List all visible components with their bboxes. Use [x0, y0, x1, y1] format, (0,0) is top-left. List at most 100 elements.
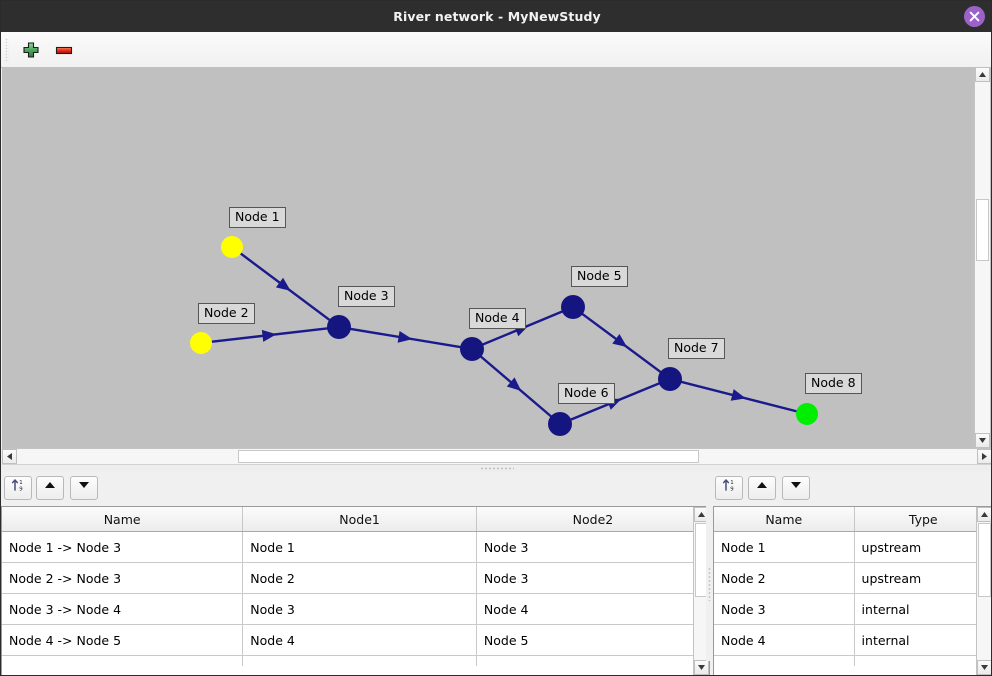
table-cell[interactable] [476, 655, 709, 666]
graph-node-node7[interactable] [658, 367, 682, 391]
table-cell[interactable]: internal [854, 593, 991, 625]
canvas-hscroll-thumb[interactable] [238, 450, 699, 463]
graph-node-node5[interactable] [561, 295, 585, 319]
table-cell[interactable]: Node 4 [242, 624, 477, 656]
node-label-node7[interactable]: Node 7 [668, 338, 725, 359]
table-cell[interactable] [242, 655, 477, 666]
table-cell[interactable]: internal [854, 624, 991, 656]
table-cell[interactable]: Node 5 [476, 624, 709, 656]
graph-node-node4[interactable] [460, 337, 484, 361]
node-label-node8[interactable]: Node 8 [805, 373, 862, 394]
table-cell[interactable]: Node 3 [242, 593, 477, 625]
svg-text:9: 9 [19, 487, 23, 493]
table-cell[interactable]: Node 3 [476, 531, 709, 563]
nodes-layer [190, 236, 818, 436]
table-cell[interactable]: Node 3 [476, 562, 709, 594]
table-cell[interactable]: Node 1 [242, 531, 477, 563]
nodes-table-scrollbar[interactable] [976, 507, 991, 675]
column-header-type[interactable]: Type [854, 507, 991, 532]
column-header-node2[interactable]: Node2 [476, 507, 709, 532]
svg-text:9: 9 [730, 487, 734, 493]
table-cell[interactable]: Node 1 [714, 531, 855, 563]
node-label-node4[interactable]: Node 4 [469, 308, 526, 329]
arrow-up-icon[interactable] [748, 476, 776, 500]
toolbar [1, 32, 991, 68]
table-cell[interactable] [714, 655, 855, 666]
edges-layer [210, 252, 798, 421]
vertical-splitter[interactable] [706, 506, 713, 661]
node-label-node1[interactable]: Node 1 [229, 207, 286, 228]
graph-node-node6[interactable] [548, 412, 572, 436]
table-cell[interactable]: upstream [854, 562, 991, 594]
table-cell[interactable] [2, 655, 244, 666]
branches-table-scrollbar[interactable] [693, 507, 709, 675]
table-cell[interactable]: Node 4 [714, 624, 855, 656]
sort-icon[interactable]: 1 9 [715, 476, 743, 500]
canvas-horizontal-scrollbar[interactable] [2, 448, 991, 464]
node-label-node3[interactable]: Node 3 [338, 286, 395, 307]
node-label-node2[interactable]: Node 2 [198, 303, 255, 324]
toolbar-drag-handle[interactable] [5, 38, 9, 62]
column-header-node1[interactable]: Node1 [242, 507, 477, 532]
arrow-up-icon[interactable] [36, 476, 64, 500]
node-label-node6[interactable]: Node 6 [558, 383, 615, 404]
splitter-grip [480, 467, 514, 470]
graph-node-node3[interactable] [327, 315, 351, 339]
scroll-down-icon[interactable] [694, 660, 709, 675]
table-cell[interactable]: Node 2 [714, 562, 855, 594]
graph-node-node1[interactable] [221, 236, 243, 258]
canvas-vscroll-thumb[interactable] [976, 199, 989, 261]
table-cell[interactable]: Node 3 [714, 593, 855, 625]
river-network-canvas[interactable]: Node 1 Node 2 Node 3 Node 4 Node 5 Node 6 Node… [2, 67, 991, 461]
graph-node-node2[interactable] [190, 332, 212, 354]
horizontal-splitter[interactable] [2, 464, 991, 473]
column-header-name[interactable]: Name [2, 507, 244, 532]
table-cell[interactable]: Node 1 -> Node 3 [2, 531, 244, 563]
minus-red-icon[interactable] [52, 38, 76, 62]
table-row-empty[interactable] [2, 655, 709, 666]
scroll-up-icon[interactable] [977, 507, 991, 522]
scroll-up-icon[interactable] [694, 507, 709, 522]
scroll-left-icon[interactable] [2, 449, 17, 464]
scroll-down-icon[interactable] [977, 660, 991, 675]
plus-green-icon[interactable] [19, 38, 43, 62]
close-icon[interactable] [964, 6, 985, 27]
svg-text:1: 1 [730, 480, 733, 486]
table-row-empty[interactable] [714, 655, 991, 666]
table-cell[interactable]: Node 2 [242, 562, 477, 594]
table-cell[interactable] [854, 655, 991, 666]
column-header-name[interactable]: Name [714, 507, 855, 532]
edge-arrow-icon [261, 329, 277, 342]
table-cell[interactable]: upstream [854, 531, 991, 563]
node-label-node5[interactable]: Node 5 [571, 266, 628, 287]
scroll-right-icon[interactable] [977, 449, 991, 464]
canvas-vertical-scrollbar[interactable] [974, 67, 990, 448]
scroll-down-icon[interactable] [975, 433, 990, 448]
graph-node-node8[interactable] [796, 403, 818, 425]
arrow-down-icon[interactable] [782, 476, 810, 500]
table-cell[interactable]: Node 4 [476, 593, 709, 625]
sort-icon[interactable]: 1 9 [4, 476, 32, 500]
table-cell[interactable]: Node 4 -> Node 5 [2, 624, 244, 656]
nodes-scroll-thumb[interactable] [978, 523, 991, 597]
table-cell[interactable]: Node 3 -> Node 4 [2, 593, 244, 625]
table-cell[interactable]: Node 2 -> Node 3 [2, 562, 244, 594]
arrow-down-icon[interactable] [70, 476, 98, 500]
edge-arrow-icon [506, 377, 522, 392]
scroll-up-icon[interactable] [975, 67, 990, 82]
